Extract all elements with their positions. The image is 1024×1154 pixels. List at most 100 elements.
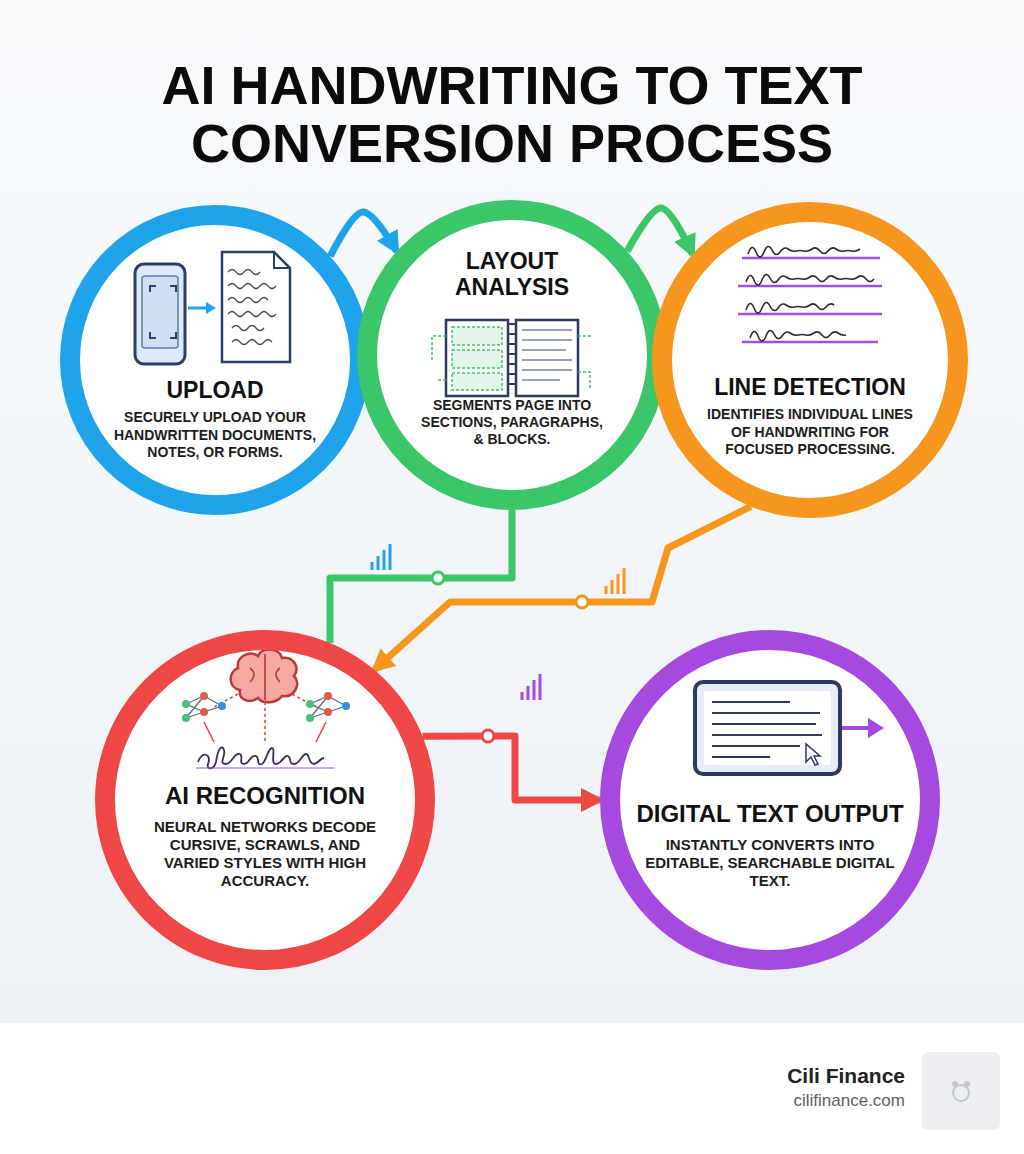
scan-corners xyxy=(150,286,176,338)
phone xyxy=(135,264,185,364)
digital-output-icon xyxy=(695,682,884,774)
neuron xyxy=(342,702,350,710)
flow-connector xyxy=(423,736,600,800)
circle-fill xyxy=(600,630,940,970)
dot xyxy=(414,576,418,580)
phone-screen xyxy=(142,276,178,348)
brand-logo xyxy=(922,1052,1000,1130)
baseline xyxy=(196,767,334,768)
step-circle: UPLOAD SECURELY UPLOAD YOUR HANDWRITTEN D… xyxy=(60,205,370,515)
step-heading: UPLOAD xyxy=(166,377,263,403)
flow-connector xyxy=(330,510,512,643)
signal-bars xyxy=(372,544,390,570)
document-fold xyxy=(274,252,290,268)
circle-fill xyxy=(60,205,370,515)
step-heading: AI RECOGNITION xyxy=(165,782,365,810)
signal-bars xyxy=(606,568,624,594)
handwriting-scribble xyxy=(228,270,276,345)
connector-hub xyxy=(432,572,444,584)
dot xyxy=(464,734,468,738)
segment-block xyxy=(452,327,502,345)
neuron xyxy=(306,714,314,722)
neuron xyxy=(306,700,314,708)
handwriting-scribble xyxy=(746,302,834,313)
step-description: NEURAL NETWORKS DECODE CURSIVE, SCRAWLS,… xyxy=(140,818,390,891)
step-description: IDENTIFIES INDIVIDUAL LINES OF HANDWRITI… xyxy=(703,406,918,457)
handwriting-scribble xyxy=(746,274,874,285)
cursive-letters xyxy=(198,747,324,768)
neuron xyxy=(200,708,208,716)
step-heading: DIGITAL TEXT OUTPUT xyxy=(636,800,903,828)
logo-ear xyxy=(952,1081,958,1087)
segment-block xyxy=(452,373,502,390)
cursor xyxy=(806,744,820,765)
step-description: SEGMENTS PAGE INTO SECTIONS, PARAGRAPHS,… xyxy=(417,397,607,448)
step-description: SECURELY UPLOAD YOUR HANDWRITTEN DOCUMEN… xyxy=(108,409,323,460)
step-heading: LINE DETECTION xyxy=(714,374,906,400)
upload-arrow xyxy=(188,307,208,310)
layout-icon xyxy=(432,320,592,396)
brand-name: Cili Finance xyxy=(787,1064,905,1088)
text-lines xyxy=(712,702,822,757)
export-arrow xyxy=(842,726,872,730)
handwriting-scribble xyxy=(748,246,860,257)
connector-hub xyxy=(482,730,494,742)
book-spine xyxy=(508,324,516,384)
ai-recognition-icon xyxy=(182,649,350,768)
document xyxy=(222,252,290,362)
circle-fill xyxy=(652,202,968,518)
circle-fill xyxy=(95,630,435,970)
background xyxy=(0,0,1024,1022)
step-circle: LAYOUT ANALYSIS SEGMENTS PAGE INTO SECTIO… xyxy=(357,200,667,510)
neuron xyxy=(200,692,208,700)
upload-icon xyxy=(135,252,290,364)
dot xyxy=(406,576,410,580)
signal-dots xyxy=(212,694,318,742)
screen xyxy=(695,682,840,774)
neuron xyxy=(218,702,226,710)
book-page xyxy=(516,320,578,396)
neural-network xyxy=(182,692,226,722)
brain xyxy=(231,649,297,702)
neuron xyxy=(182,700,190,708)
brain-folds xyxy=(250,654,280,700)
text-lines xyxy=(522,330,572,380)
neuron xyxy=(324,692,332,700)
dot xyxy=(456,734,460,738)
logo-mark xyxy=(953,1085,969,1101)
network-links xyxy=(310,696,346,718)
logo-ear xyxy=(964,1081,970,1087)
footer-rule xyxy=(0,1022,1024,1023)
step-circle: LINE DETECTION IDENTIFIES INDIVIDUAL LINE… xyxy=(652,202,968,518)
line-detection-icon xyxy=(738,246,882,342)
screen-panel xyxy=(704,691,831,765)
dot xyxy=(472,734,476,738)
flow-connector xyxy=(374,506,751,669)
footer-band xyxy=(0,1022,1024,1154)
segment-guides xyxy=(432,336,592,388)
signal-bars xyxy=(522,674,540,700)
step-heading: LAYOUT ANALYSIS xyxy=(426,248,598,301)
step-circle: DIGITAL TEXT OUTPUT INSTANTLY CONVERTS IN… xyxy=(600,630,940,970)
detected-line xyxy=(738,258,882,342)
network-links xyxy=(186,696,222,718)
decode-arrows xyxy=(204,722,326,742)
neuron xyxy=(182,714,190,722)
signal-decorations xyxy=(372,544,624,738)
flow-connector xyxy=(627,208,692,254)
logo-tile xyxy=(922,1052,1000,1130)
book-page xyxy=(446,320,508,396)
connector-hub xyxy=(576,596,588,608)
step-circle: AI RECOGNITION NEURAL NETWORKS DECODE CUR… xyxy=(95,630,435,970)
step-description: INSTANTLY CONVERTS INTO EDITABLE, SEARCH… xyxy=(643,836,898,891)
segment-block xyxy=(452,350,502,368)
export-arrowhead xyxy=(868,718,884,738)
neural-network xyxy=(306,692,350,722)
brand-url: cilifinance.com xyxy=(794,1091,906,1111)
dot xyxy=(422,576,426,580)
upload-arrowhead xyxy=(206,302,216,314)
handwriting-scribble xyxy=(750,330,846,341)
flow-connector xyxy=(330,212,397,256)
